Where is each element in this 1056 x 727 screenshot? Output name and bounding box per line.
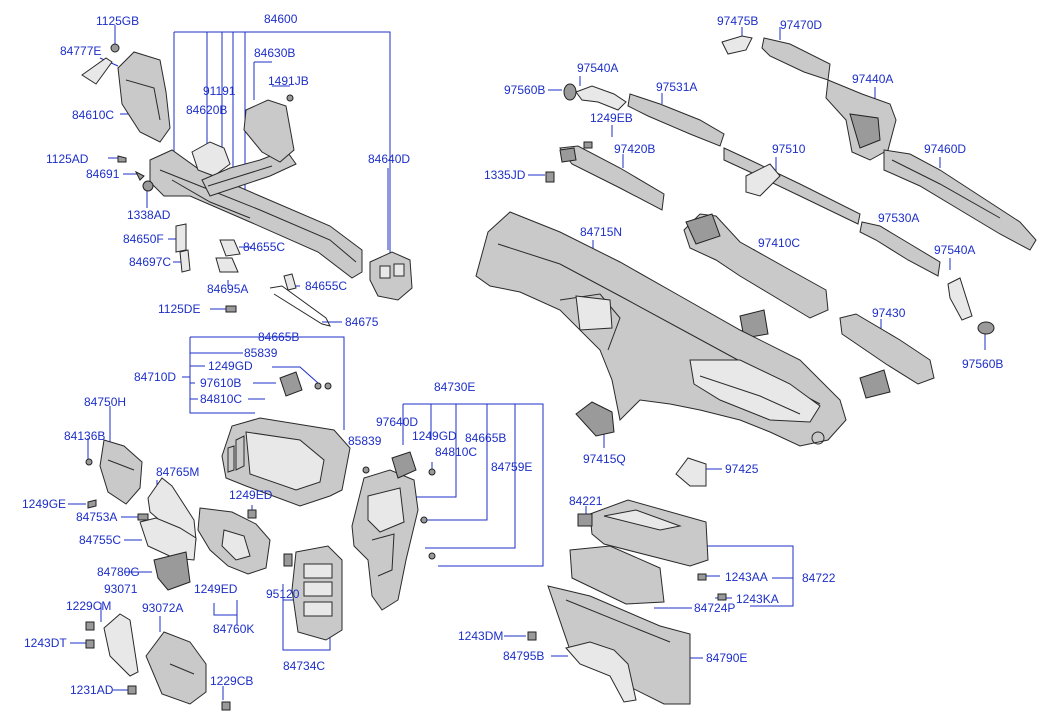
label-1243AA: 1243AA [725, 570, 768, 584]
part-labels: 1125GB 84600 84777E 84630B 1491JB 91191 … [22, 12, 1003, 697]
label-84650F: 84650F [123, 232, 164, 246]
label-97610B: 97610B [200, 376, 241, 390]
label-84675: 84675 [345, 315, 379, 329]
label-97420B: 97420B [614, 142, 655, 156]
label-97475B: 97475B [717, 14, 758, 28]
label-84760K: 84760K [213, 622, 254, 636]
label-1243KA: 1243KA [736, 592, 779, 606]
label-1249ED-a: 1249ED [229, 488, 273, 502]
label-84665B-b: 84665B [465, 431, 506, 445]
label-84753A: 84753A [76, 510, 117, 524]
label-97425: 97425 [725, 462, 759, 476]
label-84750H: 84750H [84, 395, 126, 409]
label-84810C-a: 84810C [200, 392, 242, 406]
label-84600: 84600 [264, 12, 298, 26]
label-97430: 97430 [872, 306, 906, 320]
label-84136B: 84136B [64, 429, 105, 443]
label-1491JB: 1491JB [268, 74, 309, 88]
label-84755C: 84755C [79, 533, 121, 547]
label-84734C: 84734C [283, 659, 325, 673]
label-84722: 84722 [802, 571, 836, 585]
label-1125DE: 1125DE [158, 302, 200, 316]
label-93071: 93071 [104, 582, 138, 596]
label-97560B-b: 97560B [962, 357, 1003, 371]
label-84697C: 84697C [129, 255, 171, 269]
label-1249GD-a: 1249GD [208, 359, 253, 373]
label-1125GB: 1125GB [96, 14, 139, 28]
label-85839-b: 85839 [348, 434, 382, 448]
label-97470D: 97470D [780, 18, 822, 32]
label-1125AD: 1125AD [46, 152, 89, 166]
label-84630B: 84630B [254, 46, 295, 60]
label-95120: 95120 [266, 587, 300, 601]
label-84691: 84691 [86, 167, 120, 181]
label-84655C-b: 84655C [305, 279, 347, 293]
label-84665B-a: 84665B [258, 330, 299, 344]
label-97440A: 97440A [852, 72, 893, 86]
label-91191: 91191 [203, 84, 236, 98]
label-84810C-b: 84810C [435, 445, 477, 459]
label-1229CB: 1229CB [210, 674, 253, 688]
label-1249GE: 1249GE [22, 497, 66, 511]
label-1338AD: 1338AD [127, 208, 171, 222]
label-84610C: 84610C [72, 108, 114, 122]
label-97531A: 97531A [656, 80, 697, 94]
label-84730E: 84730E [434, 380, 475, 394]
label-1243DM: 1243DM [458, 629, 503, 643]
label-84695A: 84695A [207, 282, 248, 296]
label-84795B: 84795B [503, 649, 544, 663]
label-97415Q: 97415Q [583, 452, 626, 466]
label-84777E: 84777E [60, 44, 101, 58]
label-84221: 84221 [569, 494, 603, 508]
leader-lines [68, 25, 986, 700]
label-84765M: 84765M [156, 465, 199, 479]
part-drawings [81, 35, 1037, 711]
label-97540A-b: 97540A [934, 243, 975, 257]
label-1231AD: 1231AD [70, 683, 114, 697]
label-97640D: 97640D [376, 415, 418, 429]
label-1249ED-b: 1249ED [194, 582, 238, 596]
label-84620B: 84620B [186, 103, 227, 117]
label-97510: 97510 [772, 142, 806, 156]
label-1249GD-b: 1249GD [412, 429, 457, 443]
label-84640D: 84640D [368, 152, 410, 166]
label-85839-a: 85839 [244, 346, 278, 360]
label-1335JD: 1335JD [484, 168, 526, 182]
label-84655C-a: 84655C [243, 240, 285, 254]
label-84780G: 84780G [97, 565, 140, 579]
label-84724P: 84724P [694, 601, 735, 615]
label-97560B-a: 97560B [504, 83, 545, 97]
label-84710D: 84710D [134, 370, 176, 384]
label-84759E: 84759E [491, 460, 532, 474]
label-1229CM: 1229CM [66, 599, 111, 613]
label-1249EB: 1249EB [590, 111, 633, 125]
label-97410C: 97410C [758, 236, 800, 250]
label-97460D: 97460D [924, 142, 966, 156]
label-84790E: 84790E [706, 651, 747, 665]
label-1243DT: 1243DT [24, 636, 67, 650]
label-97540A-a: 97540A [577, 61, 618, 75]
label-97530A: 97530A [878, 211, 919, 225]
label-93072A: 93072A [142, 601, 183, 615]
label-84715N: 84715N [580, 225, 622, 239]
